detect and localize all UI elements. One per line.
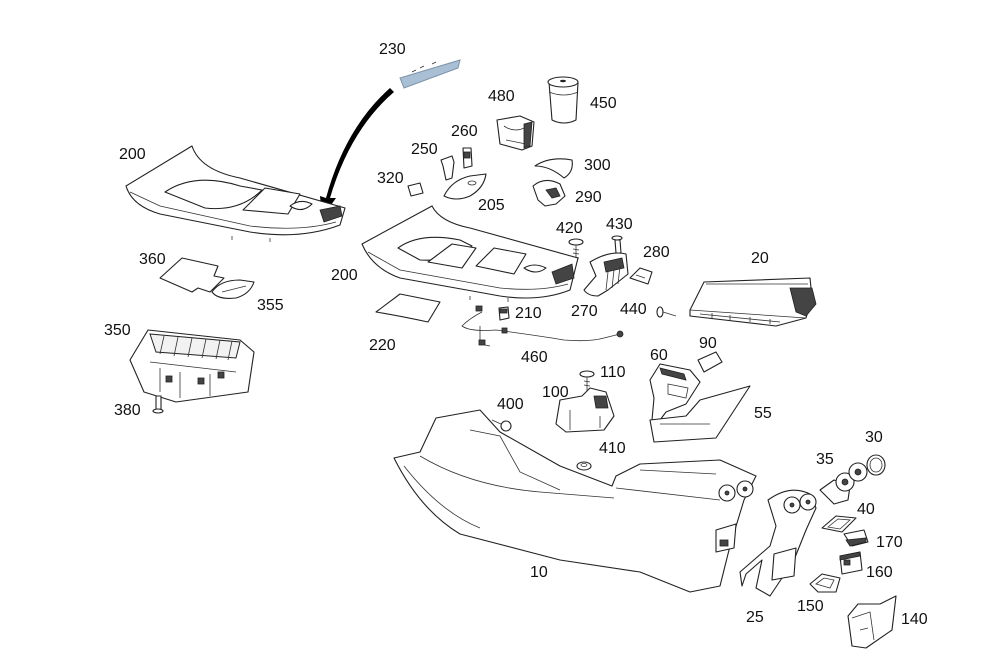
part-label-420: 420 — [556, 220, 583, 237]
part-60-drawing[interactable] — [649, 363, 701, 421]
part-label-450: 450 — [590, 95, 617, 112]
part-40-drawing[interactable] — [821, 515, 857, 533]
part-110-drawing[interactable] — [579, 370, 595, 392]
part-140-drawing[interactable] — [847, 595, 897, 649]
part-label-100: 100 — [542, 384, 569, 401]
part-460-drawing[interactable] — [461, 305, 624, 347]
part-230-drawing[interactable] — [399, 59, 461, 89]
part-100-drawing[interactable] — [555, 387, 615, 433]
part-label-410: 410 — [599, 440, 626, 457]
part-label-160: 160 — [866, 564, 893, 581]
part-label-210: 210 — [515, 305, 542, 322]
arrow-230-to-200 — [320, 88, 394, 218]
part-410-drawing[interactable] — [576, 461, 592, 471]
part-300-drawing[interactable] — [534, 158, 573, 179]
part-label-205: 205 — [478, 197, 505, 214]
part-260-drawing[interactable] — [462, 147, 473, 169]
part-label-25: 25 — [746, 609, 764, 626]
part-label-170: 170 — [876, 534, 903, 551]
part-420-drawing[interactable] — [568, 238, 584, 262]
part-290-drawing[interactable] — [532, 179, 566, 207]
part-200b-drawing[interactable] — [361, 205, 579, 302]
part-350-drawing[interactable] — [129, 329, 255, 403]
part-label-40: 40 — [857, 501, 875, 518]
part-250-drawing[interactable] — [440, 155, 455, 181]
part-355-drawing[interactable] — [211, 279, 255, 299]
part-label-430: 430 — [606, 216, 633, 233]
part-25-drawing[interactable] — [739, 489, 817, 597]
part-200a-drawing[interactable] — [125, 145, 346, 242]
part-10-drawing[interactable] — [393, 409, 757, 593]
part-label-230: 230 — [379, 41, 406, 58]
part-label-260: 260 — [451, 123, 478, 140]
part-label-350: 350 — [104, 322, 131, 339]
part-20-drawing[interactable] — [689, 277, 817, 327]
part-label-110: 110 — [600, 364, 626, 381]
part-400-drawing[interactable] — [491, 419, 512, 432]
part-270-drawing[interactable] — [583, 252, 629, 297]
part-label-360: 360 — [139, 251, 166, 268]
part-label-200b: 200 — [331, 267, 358, 284]
part-440-drawing[interactable] — [656, 306, 677, 318]
part-label-30: 30 — [865, 429, 883, 446]
part-label-55: 55 — [754, 405, 772, 422]
part-35-drawing[interactable] — [819, 462, 868, 505]
part-90-drawing[interactable] — [697, 351, 723, 373]
part-label-270: 270 — [571, 303, 598, 320]
part-label-220: 220 — [369, 337, 396, 354]
part-label-300: 300 — [584, 157, 611, 174]
part-label-320: 320 — [377, 170, 404, 187]
part-label-480: 480 — [488, 88, 515, 105]
part-label-20: 20 — [751, 250, 769, 267]
part-450-drawing[interactable] — [547, 76, 579, 124]
part-label-200a: 200 — [119, 146, 146, 163]
part-55-drawing[interactable] — [649, 385, 751, 443]
part-160-drawing[interactable] — [839, 551, 863, 575]
part-label-250: 250 — [411, 141, 438, 158]
part-label-460: 460 — [521, 349, 548, 366]
part-label-150: 150 — [797, 598, 824, 615]
part-label-380: 380 — [114, 402, 141, 419]
part-210-drawing[interactable] — [498, 306, 510, 321]
part-320-drawing[interactable] — [407, 182, 424, 197]
part-label-280: 280 — [643, 244, 670, 261]
part-205-drawing[interactable] — [443, 173, 487, 200]
part-360-drawing[interactable] — [159, 257, 225, 293]
part-220-drawing[interactable] — [375, 293, 441, 323]
part-380-drawing[interactable] — [152, 395, 164, 414]
part-430-drawing[interactable] — [611, 235, 623, 254]
part-label-140: 140 — [901, 611, 928, 628]
part-label-90: 90 — [699, 335, 717, 352]
part-label-400: 400 — [497, 396, 524, 413]
part-30-drawing[interactable] — [866, 454, 886, 476]
part-label-440: 440 — [620, 301, 647, 318]
part-label-355: 355 — [257, 297, 284, 314]
part-label-290: 290 — [575, 189, 602, 206]
part-280-drawing[interactable] — [629, 267, 653, 285]
part-label-10: 10 — [530, 564, 548, 581]
part-170-drawing[interactable] — [843, 529, 869, 547]
part-480-drawing[interactable] — [496, 115, 535, 151]
part-150-drawing[interactable] — [809, 573, 841, 593]
part-label-60: 60 — [650, 347, 668, 364]
part-label-35: 35 — [816, 451, 834, 468]
